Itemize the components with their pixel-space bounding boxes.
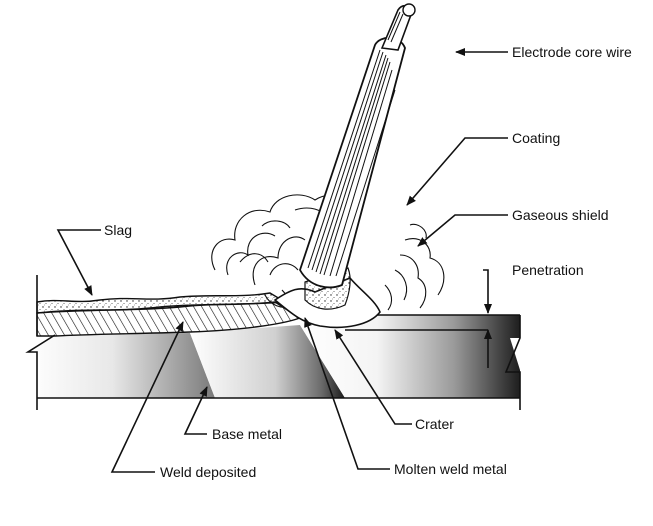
label-electrode-core-wire: Electrode core wire: [512, 44, 632, 60]
slag-layer: [36, 275, 288, 336]
label-slag: Slag: [104, 222, 132, 238]
label-base-metal: Base metal: [212, 426, 282, 442]
label-gaseous-shield: Gaseous shield: [512, 207, 609, 223]
label-weld-deposited: Weld deposited: [160, 464, 256, 480]
base-metal-plate: [25, 314, 521, 410]
label-coating: Coating: [512, 130, 560, 146]
label-penetration: Penetration: [512, 262, 584, 278]
label-crater: Crater: [415, 416, 454, 432]
leader-lines: [56, 48, 508, 473]
electrode: [299, 3, 416, 289]
label-molten-weld-metal: Molten weld metal: [394, 461, 507, 477]
